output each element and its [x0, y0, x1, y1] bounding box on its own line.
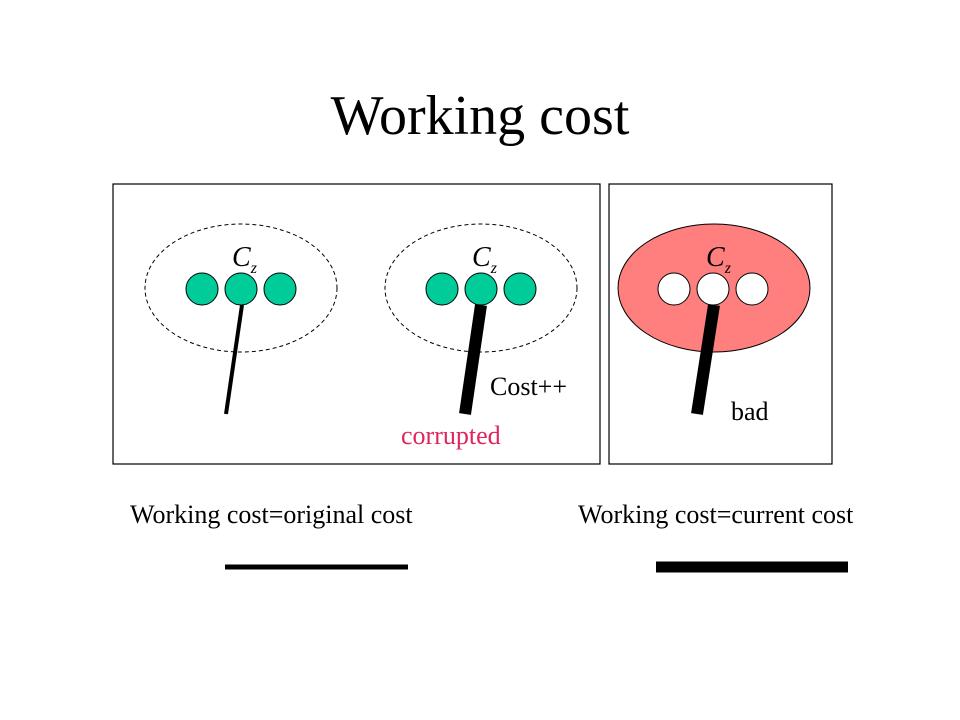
node-empty: [696, 272, 730, 306]
node-filled: [464, 272, 498, 306]
node-filled: [263, 272, 297, 306]
bad-label: bad: [731, 397, 769, 426]
node-empty: [657, 272, 691, 306]
edge-thick: [691, 304, 720, 415]
node-filled: [224, 272, 258, 306]
edge-thin: [224, 304, 244, 415]
cluster-3-bad: Cz bad: [617, 223, 811, 426]
node-filled: [503, 272, 537, 306]
cluster-label: Cz: [706, 242, 732, 277]
cost-increment-label: Cost++: [490, 372, 567, 401]
cluster-2: Cz Cost++: [384, 223, 578, 415]
slide-title: Working cost: [330, 85, 630, 147]
dashed-region: [384, 223, 578, 353]
caption-current-cost: Working cost=current cost: [578, 500, 854, 529]
caption-original-cost: Working cost=original cost: [130, 500, 413, 529]
cluster-1: Cz: [144, 223, 338, 415]
node-filled: [185, 272, 219, 306]
dashed-region: [144, 223, 338, 353]
corrupted-label: corrupted: [401, 421, 501, 450]
node-filled: [425, 272, 459, 306]
cluster-label: Cz: [472, 242, 498, 277]
panel-original-frame: [112, 183, 601, 465]
cluster-label: Cz: [232, 242, 258, 277]
edge-thick: [459, 304, 487, 415]
panel-current-frame: [608, 183, 833, 465]
node-empty: [735, 272, 769, 306]
